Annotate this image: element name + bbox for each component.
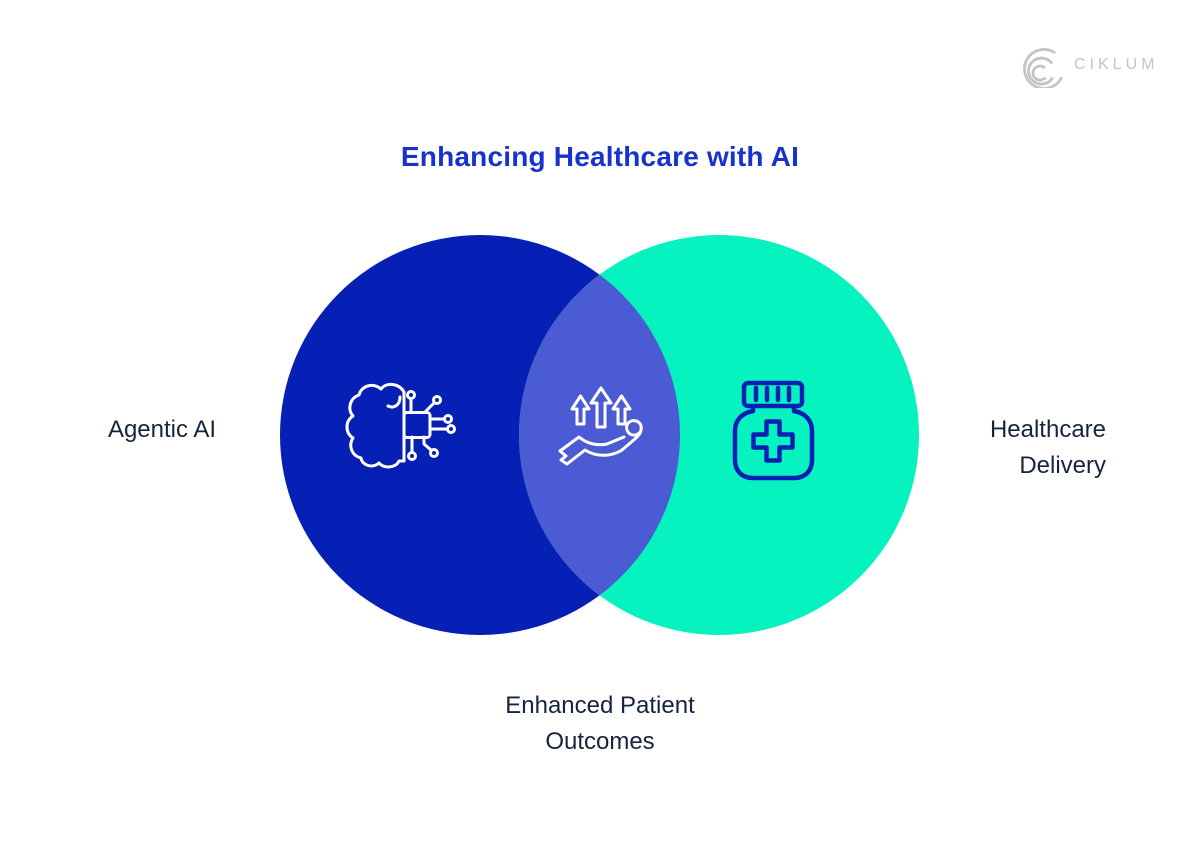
ai-brain-chip-icon <box>345 383 456 469</box>
ciklum-logo: CIKLUM <box>1020 42 1158 88</box>
agentic-ai-label: Agentic AI <box>107 416 217 443</box>
ciklum-logo-mark-icon <box>1023 48 1063 88</box>
healthcare-delivery-label: Healthcare Delivery <box>846 412 1106 484</box>
ciklum-logo-text: CIKLUM <box>1074 56 1159 73</box>
overlap-lens <box>519 235 680 635</box>
healthcare-delivery-label-line2: Delivery <box>1019 452 1106 479</box>
healthcare-delivery-label-line1: Healthcare <box>989 416 1106 443</box>
enhanced-patient-outcomes-label: Enhanced Patient Outcomes <box>440 688 760 760</box>
page-title: Enhancing Healthcare with AI <box>400 141 800 172</box>
hand-growth-arrows-icon <box>558 386 643 466</box>
medicine-bottle-icon <box>732 380 815 481</box>
enhanced-patient-outcomes-label-line1: Enhanced Patient <box>505 692 695 719</box>
enhanced-patient-outcomes-label-line2: Outcomes <box>545 728 655 755</box>
